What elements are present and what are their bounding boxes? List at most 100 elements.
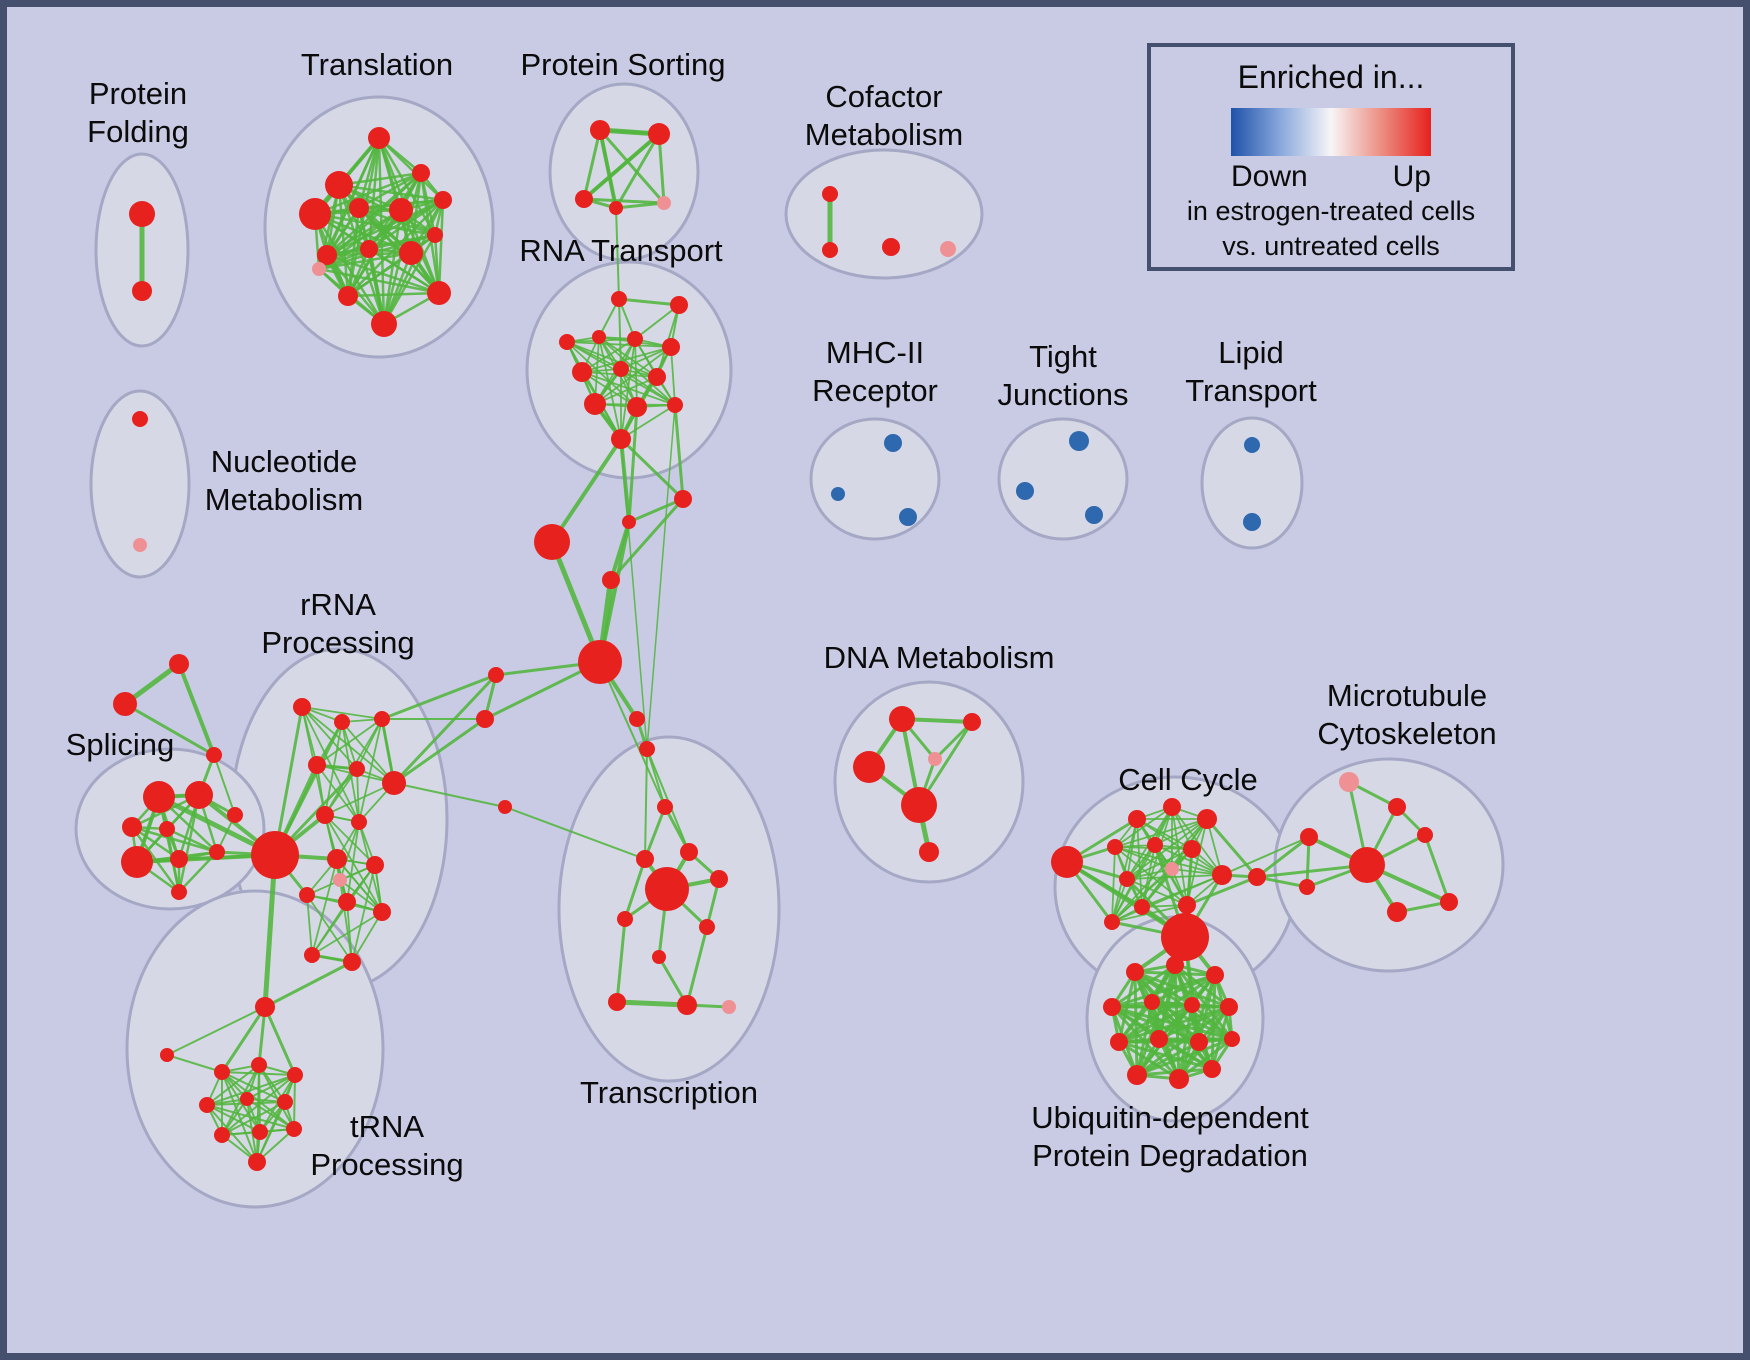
network-node [611, 291, 627, 307]
network-node [963, 713, 981, 731]
network-node [639, 741, 655, 757]
network-node [171, 884, 187, 900]
network-edge [166, 1054, 223, 1073]
network-node [629, 711, 645, 727]
network-node [360, 240, 378, 258]
network-node [1161, 913, 1209, 961]
network-edge [357, 206, 441, 295]
network-node [674, 490, 692, 508]
network-node [1197, 809, 1217, 829]
network-node [670, 296, 688, 314]
network-edge [437, 198, 445, 295]
network-node [1165, 862, 1179, 876]
network-node [227, 807, 243, 823]
cluster-label-nucleotide-metabolism: Nucleotide [211, 444, 357, 479]
network-edge [620, 346, 672, 370]
network-node [1299, 879, 1315, 895]
cluster-label-translation: Translation [301, 47, 453, 82]
network-edge [341, 721, 395, 784]
cluster-ellipse-tight-junctions [997, 417, 1129, 541]
network-node [657, 196, 671, 210]
network-node [1144, 994, 1160, 1010]
network-edge [166, 1006, 266, 1056]
network-edge [1185, 875, 1259, 907]
network-node [287, 1067, 303, 1083]
network-edge [617, 297, 681, 307]
cluster-label-rna-transport: RNA Transport [519, 233, 723, 268]
network-edge [1190, 1003, 1234, 1041]
network-node [338, 286, 358, 306]
network-node [206, 747, 222, 763]
network-node [1104, 914, 1120, 930]
network-node [831, 487, 845, 501]
legend-title: Enriched in... [1237, 59, 1425, 95]
network-node [1150, 1030, 1168, 1048]
network-node [132, 411, 148, 427]
network-edge [221, 1101, 286, 1136]
network-edge [614, 132, 661, 210]
network-node [170, 850, 188, 868]
network-edge [582, 132, 661, 201]
network-edge [1126, 848, 1193, 880]
network-edge [256, 1064, 260, 1163]
cluster-label-lipid-transport: Transport [1185, 373, 1317, 408]
network-node [1178, 896, 1196, 914]
network-node [1127, 1065, 1147, 1085]
network-node [293, 698, 311, 716]
network-node [578, 640, 622, 684]
network-edge [1114, 846, 1223, 876]
network-edge [392, 717, 487, 785]
network-node [889, 706, 915, 732]
network-edge [346, 136, 381, 298]
network-edge [618, 298, 622, 370]
network-edge [1157, 1037, 1214, 1071]
network-edge [643, 805, 667, 861]
cluster-label-dna-metabolism: DNA Metabolism [824, 640, 1055, 675]
network-edge [1157, 1005, 1231, 1041]
network-node [389, 198, 413, 222]
network-edge [1114, 818, 1208, 848]
network-node [304, 947, 320, 963]
network-node [534, 524, 570, 560]
network-edge [273, 720, 344, 857]
network-edge [644, 748, 648, 860]
network-node [129, 201, 155, 227]
network-node [667, 397, 683, 413]
network-edge [1126, 874, 1223, 880]
network-node [928, 752, 942, 766]
network-node [308, 756, 326, 774]
network-edge [177, 662, 216, 757]
network-node [1134, 899, 1150, 915]
network-node [368, 127, 390, 149]
cluster-label-microtubule-cytoskeleton: Cytoskeleton [1317, 716, 1496, 751]
network-edge [550, 437, 623, 544]
network-edge [1135, 1000, 1154, 1077]
network-node [648, 123, 670, 145]
network-edge [598, 128, 666, 205]
network-edge [316, 718, 383, 766]
network-node [1166, 956, 1184, 974]
network-node [160, 1048, 174, 1062]
network-node [645, 867, 689, 911]
network-edge [1114, 806, 1173, 848]
network-node [143, 781, 175, 813]
network-node [822, 242, 838, 258]
network-edge [581, 338, 636, 373]
network-node [575, 190, 593, 208]
network-edge [263, 960, 354, 1009]
network-edge [598, 336, 658, 378]
cluster-ellipse-dna-metabolism [833, 680, 1025, 884]
network-edge [615, 917, 627, 1004]
network-edge [657, 132, 666, 205]
network-node [1107, 839, 1123, 855]
network-node [1163, 798, 1181, 816]
network-edge [1110, 963, 1177, 1009]
network-node [248, 1153, 266, 1171]
network-node [1203, 1060, 1221, 1078]
network-node [434, 191, 452, 209]
network-edge [627, 405, 639, 524]
network-node [627, 331, 643, 347]
network-edge [646, 404, 676, 750]
cluster-label-protein-sorting: Protein Sorting [520, 47, 725, 82]
network-edge [619, 437, 685, 501]
